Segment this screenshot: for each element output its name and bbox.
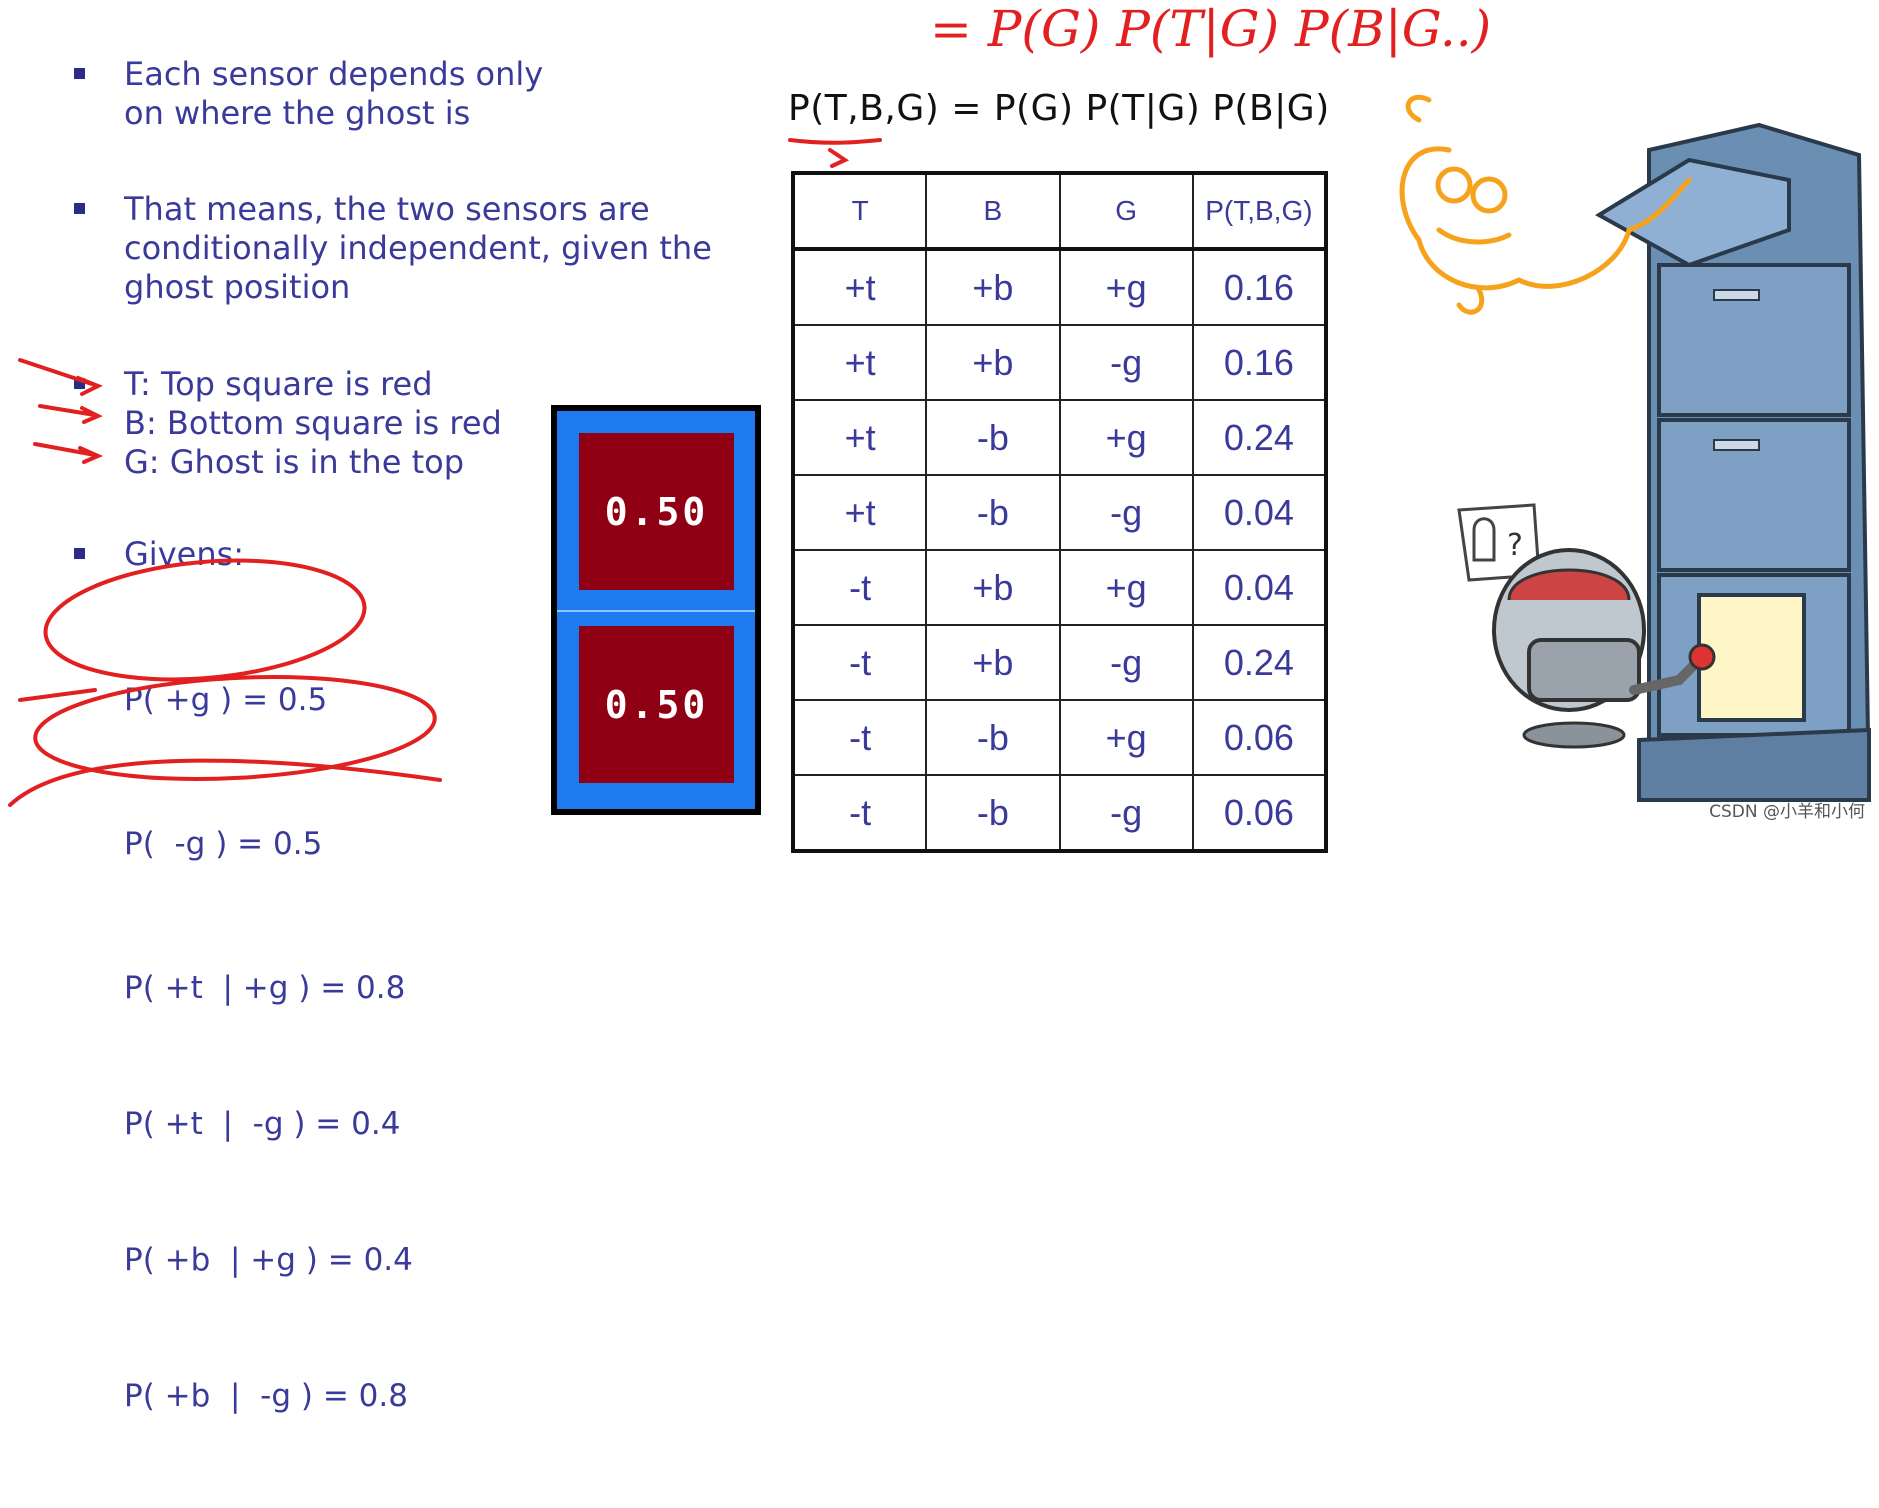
table-cell: 0.24 [1191, 399, 1328, 476]
givens-label: Givens: [124, 535, 245, 573]
joint-probability-table: T B G P(T,B,G) +t +b +g 0.16 +t +b -g 0.… [791, 171, 1328, 853]
table-cell: +t [791, 324, 928, 401]
table-cell: +g [1058, 549, 1194, 626]
ghost-grid: 0.50 0.50 [551, 405, 761, 815]
table-cell: +t [791, 248, 928, 326]
table-cell: -b [925, 774, 1061, 852]
table-cell: -g [1058, 324, 1194, 401]
arrow-mark [18, 358, 103, 396]
speech-bubble-text: ? [1507, 528, 1523, 563]
table-cell: +g [1058, 248, 1194, 326]
table-cell: -b [925, 699, 1061, 776]
column-header: B [925, 172, 1061, 251]
given-line: P( +t | -g ) = 0.4 [124, 1106, 401, 1142]
table-cell: -b [925, 399, 1061, 476]
bullet-text: Each sensor depends only on where the gh… [124, 55, 543, 133]
top-square[interactable]: 0.50 [579, 433, 734, 590]
table-row: +t +b +g 0.16 [791, 248, 1328, 326]
table-cell: 0.24 [1191, 624, 1328, 701]
bullet-square-icon [74, 203, 85, 214]
bullet-line: Each sensor depends only [124, 55, 544, 93]
table-cell: 0.06 [1191, 774, 1328, 852]
table-row: +t -b -g 0.04 [791, 474, 1328, 551]
handwritten-annotation: = P(G) P(T|G) P(B|G..) [930, 0, 1492, 58]
ghost-icon [1399, 94, 1692, 315]
table-cell: 0.16 [1191, 324, 1328, 401]
arrow-mark [33, 442, 103, 464]
definition-g: G: Ghost is in the top [124, 443, 464, 481]
bullet-line: conditionally independent, given the [124, 229, 712, 267]
table-row: -t -b +g 0.06 [791, 699, 1328, 776]
table-row: +t -b +g 0.24 [791, 399, 1328, 476]
robot-icon [1492, 548, 1716, 749]
circle-mark [8, 758, 442, 807]
table-cell: 0.04 [1191, 549, 1328, 626]
table-cell: +b [925, 324, 1061, 401]
table-cell: +b [925, 549, 1061, 626]
table-cell: 0.06 [1191, 699, 1328, 776]
table-cell: -g [1058, 774, 1194, 852]
speech-bubble-icon: ? [1457, 503, 1541, 582]
table-row: -t +b -g 0.24 [791, 624, 1328, 701]
illustration: ? [1399, 94, 1872, 802]
column-header: T [791, 172, 928, 251]
given-line: P( +b | +g ) = 0.4 [124, 1242, 413, 1278]
grid-divider [557, 610, 755, 612]
underline-mark [788, 138, 882, 168]
table-cell: +g [1058, 699, 1194, 776]
table-cell: -b [925, 474, 1061, 551]
table-cell: -t [791, 774, 928, 852]
table-cell: +t [791, 399, 928, 476]
arrow-mark [38, 404, 103, 424]
table-row: -t +b +g 0.04 [791, 549, 1328, 626]
table-cell: -t [791, 549, 928, 626]
table-cell: +b [925, 624, 1061, 701]
given-line: P( +t | +g ) = 0.8 [124, 970, 406, 1006]
table-cell: +t [791, 474, 928, 551]
circle-mark [43, 558, 367, 682]
table-row: -t -b -g 0.06 [791, 774, 1328, 852]
circle-mark [33, 674, 437, 782]
definition-b: B: Bottom square is red [124, 404, 502, 442]
joint-formula: P(T,B,G) = P(G) P(T|G) P(B|G) [788, 88, 1330, 129]
table-cell: -t [791, 699, 928, 776]
table-cell: -g [1058, 474, 1194, 551]
bullet-line: That means, the two sensors are [124, 190, 650, 228]
table-cell: -g [1058, 624, 1194, 701]
bullet-line: ghost position [124, 268, 351, 306]
filing-cabinet-icon [1595, 122, 1872, 802]
column-header: G [1058, 172, 1194, 251]
bullet-line: on where the ghost is [124, 94, 471, 132]
definition-t: T: Top square is red [124, 365, 433, 403]
bullet-text: That means, the two sensors are conditio… [124, 190, 712, 307]
table-cell: +g [1058, 399, 1194, 476]
arrow-mark [18, 688, 97, 702]
bullet-square-icon [74, 378, 85, 389]
grid-board: 0.50 0.50 [557, 411, 755, 809]
table: T B G P(T,B,G) +t +b +g 0.16 +t +b -g 0.… [791, 171, 1328, 853]
bullet-square-icon [74, 548, 85, 559]
table-cell: 0.16 [1191, 248, 1328, 326]
table-row: +t +b -g 0.16 [791, 324, 1328, 401]
bullet-square-icon [74, 68, 85, 79]
definitions: T: Top square is red B: Bottom square is… [124, 365, 502, 482]
table-header-row: T B G P(T,B,G) [791, 172, 1328, 251]
table-cell: 0.04 [1191, 474, 1328, 551]
given-line: P( +b | -g ) = 0.8 [124, 1378, 408, 1414]
table-cell: +b [925, 248, 1061, 326]
watermark: CSDN @小羊和小何 [1709, 802, 1865, 822]
table-cell: -t [791, 624, 928, 701]
slide: = P(G) P(T|G) P(B|G..) Each sensor depen… [8, 0, 1872, 1414]
column-header: P(T,B,G) [1191, 172, 1328, 251]
red-annotations [8, 138, 882, 807]
bottom-square[interactable]: 0.50 [579, 626, 734, 783]
